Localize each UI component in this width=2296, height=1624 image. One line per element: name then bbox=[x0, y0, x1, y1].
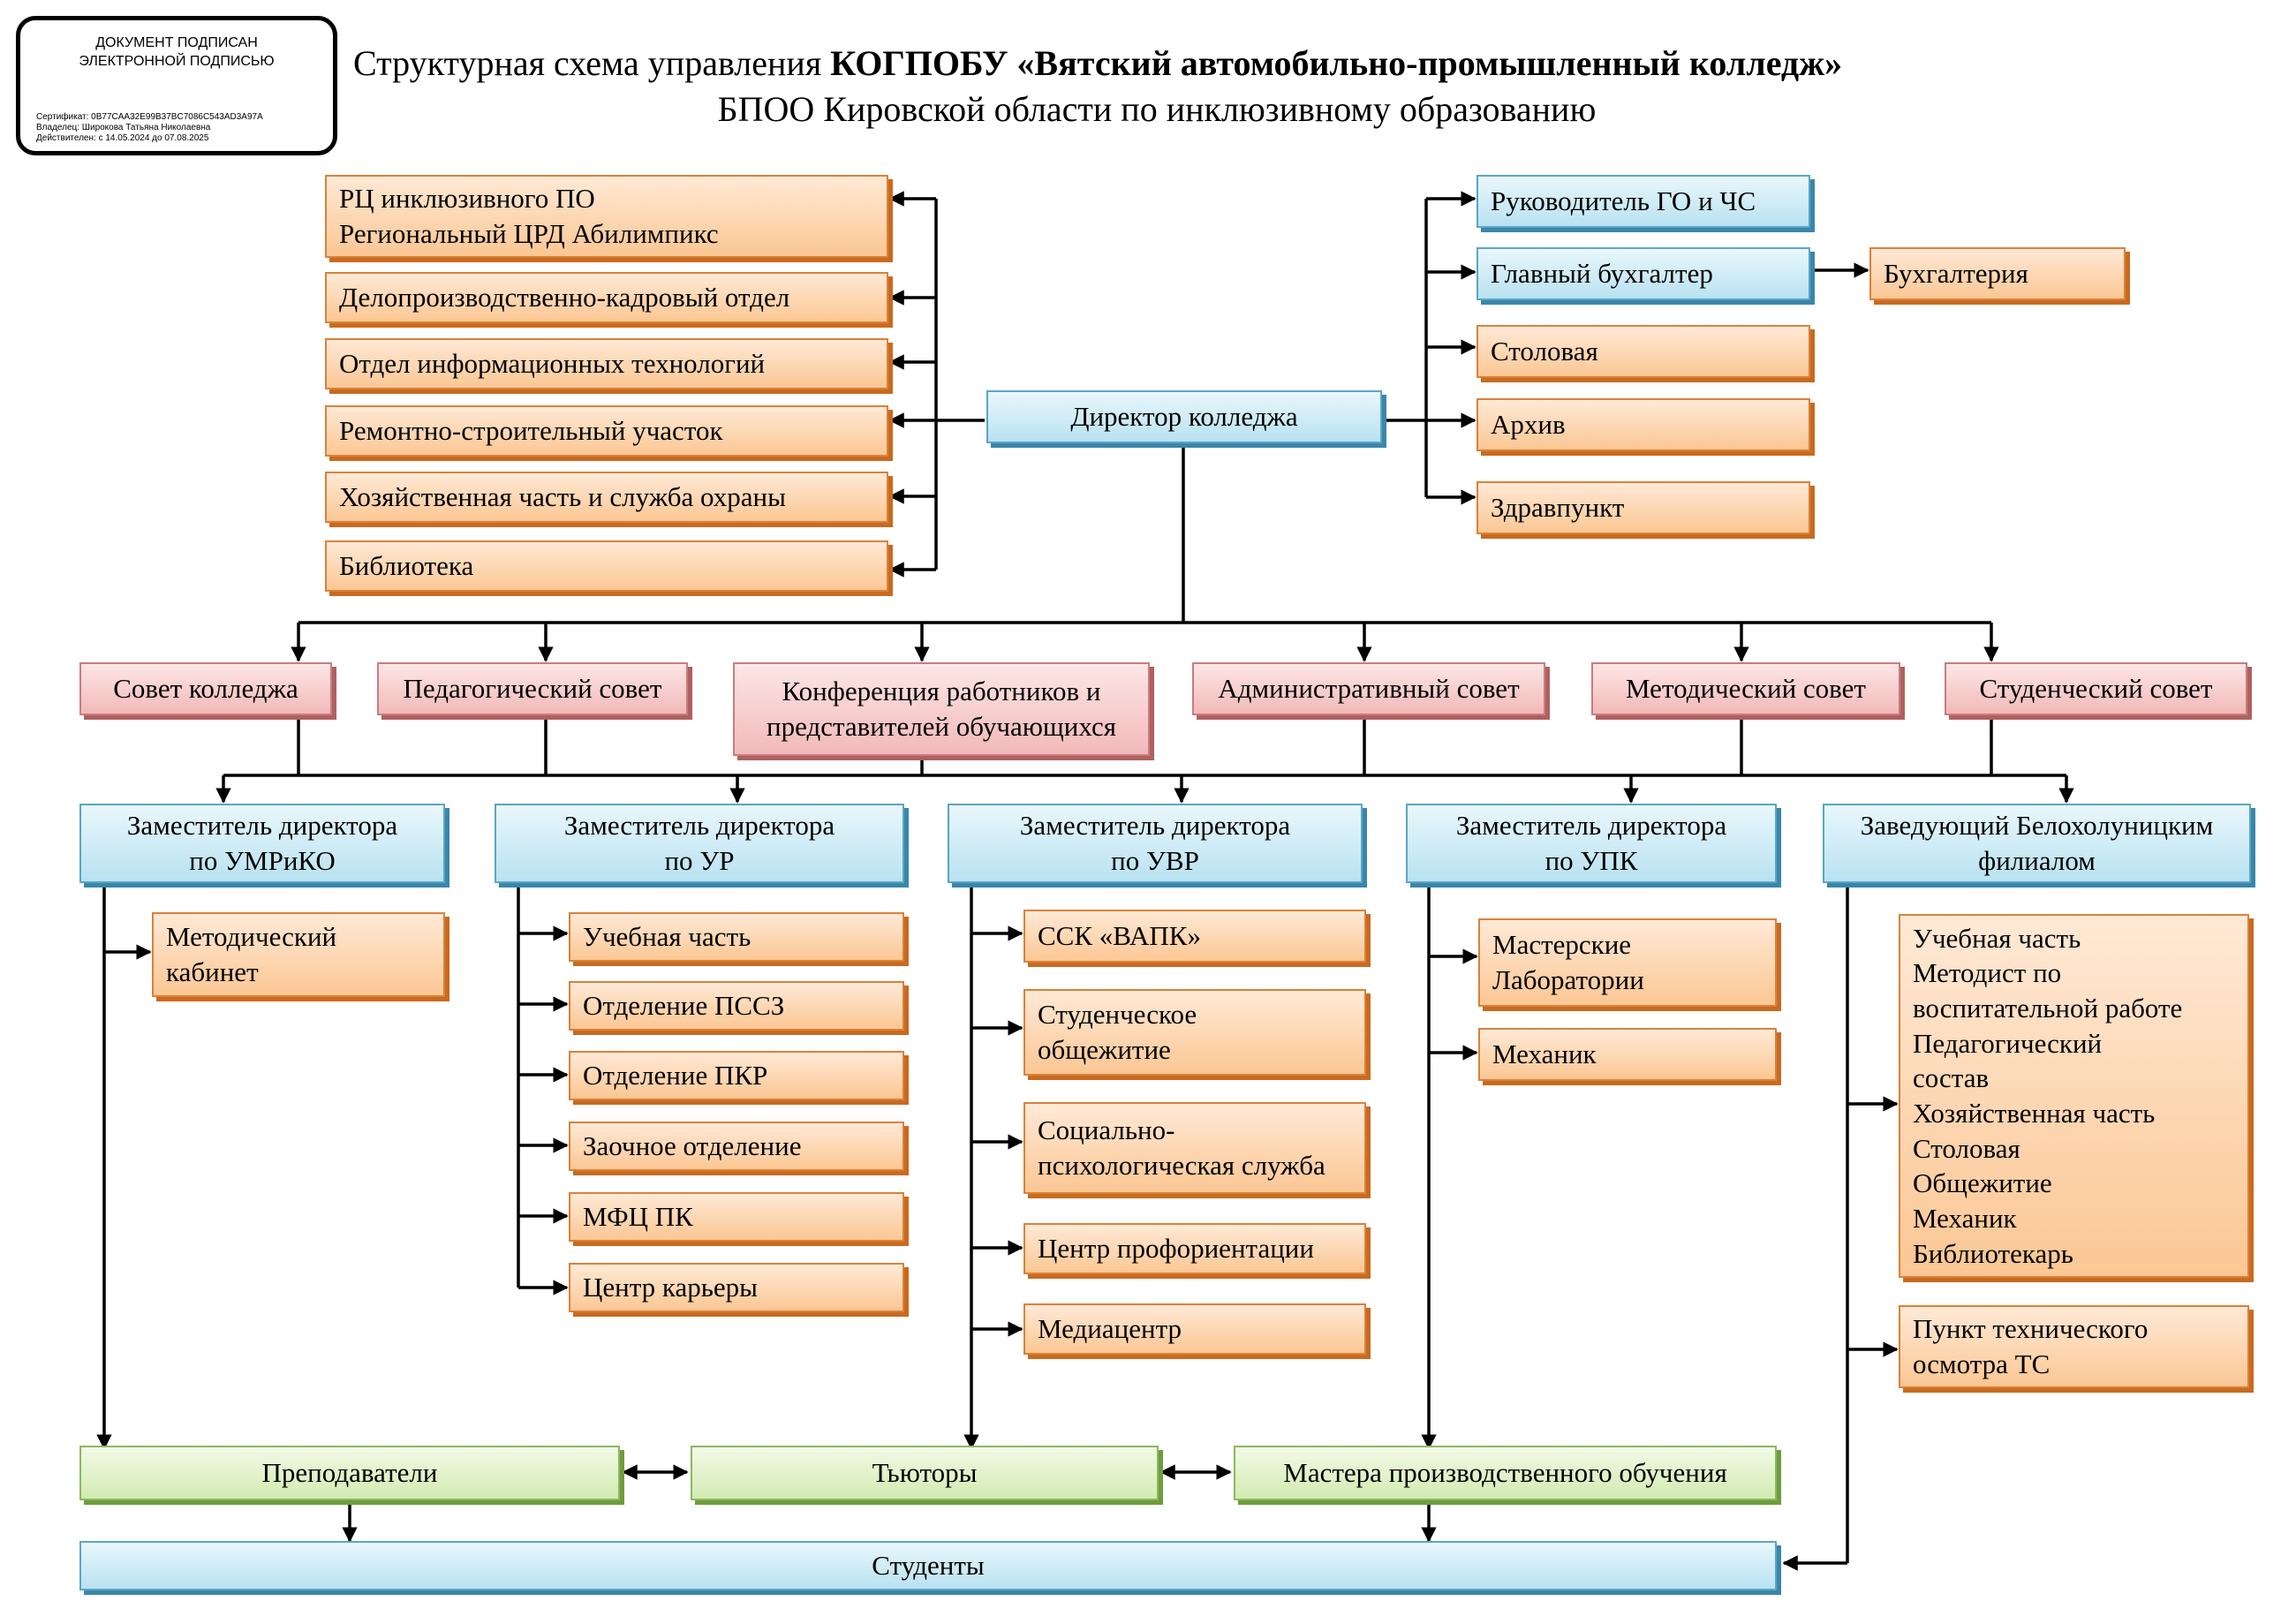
council-label: Методический совет bbox=[1626, 673, 1866, 705]
unit-label: Медиацентр bbox=[1038, 1313, 1182, 1345]
teachers-box: Преподаватели bbox=[79, 1446, 620, 1500]
unit-label: Пункт технического осмотра ТС bbox=[1913, 1313, 2149, 1379]
unit-label: Руководитель ГО и ЧС bbox=[1491, 185, 1756, 217]
director-box: Директор колледжа bbox=[986, 390, 1382, 443]
unit-career-guidance: Центр профориентации bbox=[1023, 1223, 1366, 1274]
bottom-label: Студенты bbox=[872, 1550, 985, 1582]
unit-label: Учебная часть Методист по воспитательной… bbox=[1913, 922, 2183, 1269]
unit-civil-defense: Руководитель ГО и ЧС bbox=[1477, 175, 1810, 228]
unit-canteen: Столовая bbox=[1477, 325, 1810, 378]
unit-workshops-labs: Мастерские Лаборатории bbox=[1478, 918, 1777, 1007]
unit-correspondence-department: Заочное отделение bbox=[569, 1122, 904, 1171]
unit-label: Главный бухгалтер bbox=[1491, 258, 1713, 290]
council-label: Совет колледжа bbox=[113, 673, 298, 705]
unit-label: Студенческое общежитие bbox=[1038, 999, 1197, 1065]
bottom-label: Тьюторы bbox=[872, 1457, 978, 1489]
unit-mfc-pk: МФЦ ПК bbox=[569, 1192, 904, 1242]
masters-box: Мастера производственного обучения bbox=[1234, 1446, 1777, 1500]
chart-title-bold: КОГПОБУ «Вятский автомобильно-промышленн… bbox=[830, 43, 1843, 83]
unit-label: Ремонтно-строительный участок bbox=[339, 415, 723, 447]
council-students: Студенческий совет bbox=[1945, 662, 2247, 715]
council-methodical: Методический совет bbox=[1591, 662, 1900, 715]
unit-label: ССК «ВАПК» bbox=[1038, 920, 1201, 952]
stamp-certificate: Сертификат: 0B77CAA32E99B37BC7086C543AD3… bbox=[36, 112, 263, 122]
council-pedagogical: Педагогический совет bbox=[377, 662, 688, 715]
students-box: Студенты bbox=[79, 1541, 1777, 1590]
unit-vehicle-inspection: Пункт технического осмотра ТС bbox=[1899, 1305, 2249, 1388]
council-label: Педагогический совет bbox=[403, 673, 662, 705]
unit-label: Механик bbox=[1492, 1039, 1597, 1070]
tutors-box: Тьюторы bbox=[691, 1446, 1159, 1500]
council-administrative: Административный совет bbox=[1192, 662, 1545, 715]
deputy-label: Заместитель директора по УР bbox=[563, 810, 835, 876]
unit-inclusive-center: РЦ инклюзивного ПО Региональный ЦРД Абил… bbox=[325, 175, 888, 258]
unit-label: Заочное отделение bbox=[583, 1130, 802, 1162]
unit-label: Мастерские Лаборатории bbox=[1492, 929, 1644, 995]
unit-chief-accountant: Главный бухгалтер bbox=[1477, 247, 1810, 300]
unit-media-center: Медиацентр bbox=[1023, 1303, 1366, 1355]
unit-label: Отделение ПКР bbox=[583, 1060, 768, 1091]
deputy-label: Заместитель директора по УПК bbox=[1455, 810, 1727, 876]
unit-label: Социально- психологическая служба bbox=[1038, 1114, 1325, 1181]
unit-label: МФЦ ПК bbox=[583, 1201, 693, 1233]
unit-ppssz-department: Отделение ПССЗ bbox=[569, 981, 904, 1031]
unit-label: Учебная часть bbox=[583, 921, 751, 953]
stamp-validity: Действителен: с 14.05.2024 до 07.08.2025 bbox=[36, 133, 209, 143]
unit-label: Делопроизводственно-кадровый отдел bbox=[339, 282, 790, 313]
unit-pkr-department: Отделение ПКР bbox=[569, 1051, 904, 1100]
unit-library: Библиотека bbox=[325, 540, 888, 592]
unit-label: Отдел информационных технологий bbox=[339, 348, 766, 380]
unit-household-security: Хозяйственная часть и служба охраны bbox=[325, 472, 888, 523]
unit-repair-site: Ремонтно-строительный участок bbox=[325, 405, 888, 457]
chart-subtitle: БПОО Кировской области по инклюзивному о… bbox=[717, 89, 1597, 129]
unit-label: Здравпункт bbox=[1491, 492, 1625, 524]
deputy-label: Заведующий Белохолуницким филиалом bbox=[1860, 810, 2214, 876]
branch-head: Заведующий Белохолуницким филиалом bbox=[1823, 804, 2251, 883]
unit-psychology-service: Социально- психологическая служба bbox=[1023, 1102, 1366, 1194]
unit-label: Хозяйственная часть и служба охраны bbox=[339, 481, 786, 513]
unit-sports-club: ССК «ВАПК» bbox=[1023, 910, 1366, 963]
bottom-label: Мастера производственного обучения bbox=[1283, 1457, 1727, 1489]
chart-title: Структурная схема управления КОГПОБУ «Вя… bbox=[353, 42, 1842, 84]
unit-label: Бухгалтерия bbox=[1884, 258, 2028, 290]
stamp-owner: Владелец: Широкова Татьяна Николаевна bbox=[36, 123, 211, 132]
unit-mechanic: Механик bbox=[1478, 1028, 1777, 1081]
unit-dormitory: Студенческое общежитие bbox=[1023, 989, 1366, 1076]
council-college: Совет колледжа bbox=[79, 662, 332, 715]
branch-units-list: Учебная часть Методист по воспитательной… bbox=[1899, 914, 2249, 1278]
council-label: Студенческий совет bbox=[1979, 673, 2213, 705]
deputy-label: Заместитель директора по УВР bbox=[1019, 810, 1291, 876]
chart-title-plain: Структурная схема управления bbox=[353, 43, 831, 83]
deputy-uvr: Заместитель директора по УВР bbox=[948, 804, 1363, 883]
unit-academic-section: Учебная часть bbox=[569, 912, 904, 962]
council-label: Административный совет bbox=[1218, 673, 1520, 705]
deputy-ur: Заместитель директора по УР bbox=[495, 804, 904, 883]
unit-accounting: Бухгалтерия bbox=[1869, 247, 2126, 300]
unit-medical-office: Здравпункт bbox=[1477, 481, 1810, 534]
unit-methodical-office: Методический кабинет bbox=[152, 912, 445, 997]
unit-archive: Архив bbox=[1477, 398, 1810, 451]
stamp-title: ДОКУМЕНТ ПОДПИСАН ЭЛЕКТРОННОЙ ПОДПИСЬЮ bbox=[79, 35, 275, 69]
council-label: Конференция работников и представителей … bbox=[767, 676, 1116, 742]
unit-label: Центр карьеры bbox=[583, 1272, 758, 1303]
unit-label: Центр профориентации bbox=[1038, 1233, 1314, 1265]
director-label: Директор колледжа bbox=[1070, 401, 1298, 433]
unit-hr-office: Делопроизводственно-кадровый отдел bbox=[325, 272, 888, 323]
deputy-upk: Заместитель директора по УПК bbox=[1406, 804, 1777, 883]
deputy-umriko: Заместитель директора по УМРиКО bbox=[79, 804, 445, 883]
deputy-label: Заместитель директора по УМРиКО bbox=[126, 810, 398, 876]
unit-label: Столовая bbox=[1491, 336, 1598, 367]
bottom-label: Преподаватели bbox=[261, 1457, 438, 1489]
unit-label: Архив bbox=[1491, 409, 1566, 441]
unit-label: Отделение ПССЗ bbox=[583, 990, 785, 1022]
unit-label: Библиотека bbox=[339, 550, 474, 582]
unit-label: РЦ инклюзивного ПО Региональный ЦРД Абил… bbox=[339, 183, 719, 249]
council-conference: Конференция работников и представителей … bbox=[733, 662, 1150, 756]
unit-label: Методический кабинет bbox=[166, 921, 337, 987]
unit-it-department: Отдел информационных технологий bbox=[325, 338, 888, 389]
unit-career-center: Центр карьеры bbox=[569, 1263, 904, 1312]
e-signature-stamp: ДОКУМЕНТ ПОДПИСАН ЭЛЕКТРОННОЙ ПОДПИСЬЮ С… bbox=[16, 16, 337, 155]
